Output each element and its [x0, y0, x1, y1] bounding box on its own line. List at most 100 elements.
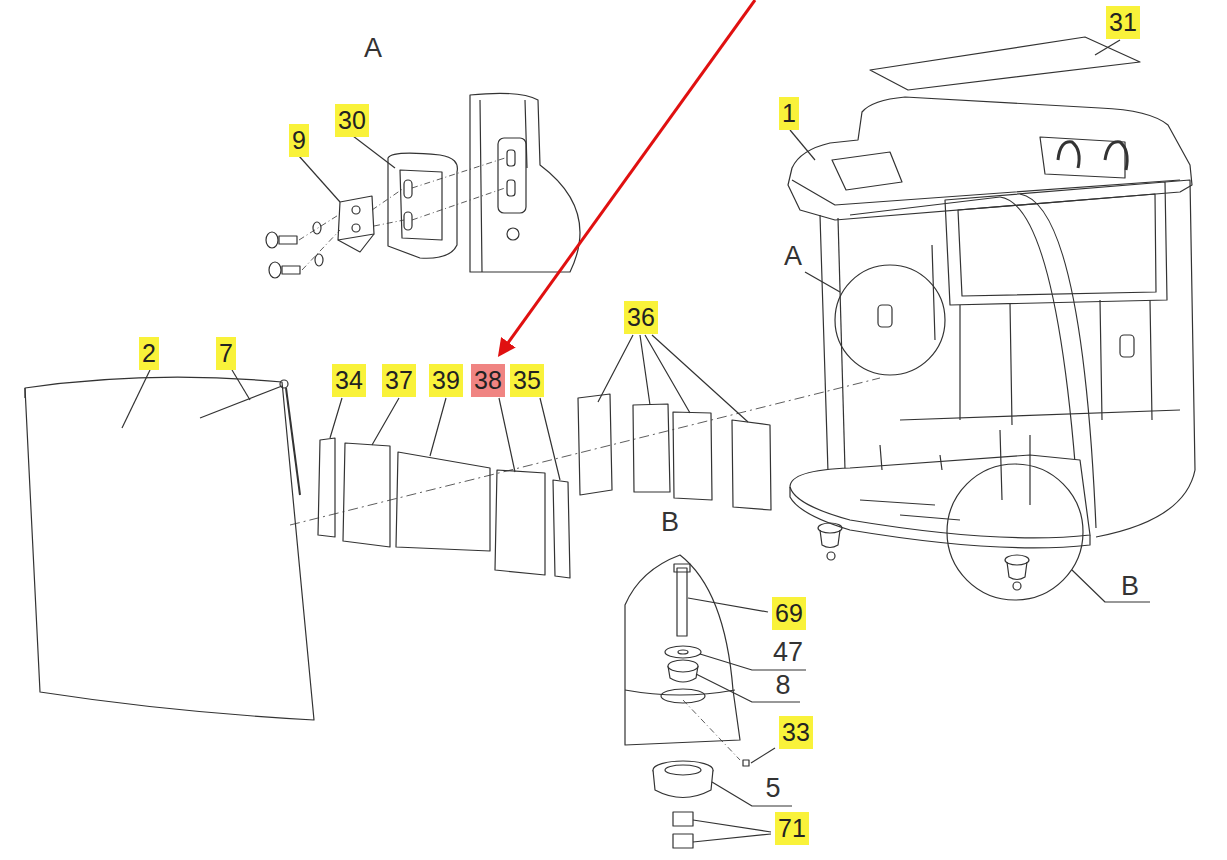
callout-number: 2	[139, 337, 159, 370]
bolt-69	[677, 568, 687, 636]
mount	[818, 523, 842, 533]
callout-number: 35	[510, 364, 544, 397]
glass-pane	[553, 480, 570, 578]
washer-47	[665, 646, 701, 658]
rod	[200, 386, 282, 418]
rear-window	[958, 194, 1156, 296]
nut-71	[673, 834, 693, 848]
detail-section	[625, 690, 735, 695]
leader-line	[353, 136, 395, 168]
detail-label: B	[659, 507, 681, 538]
rod-end	[280, 380, 288, 388]
pillar	[838, 218, 845, 470]
axis-line	[299, 158, 505, 270]
hole	[661, 689, 705, 703]
part-33	[743, 760, 749, 766]
mount-5	[665, 765, 701, 775]
bracket-30	[400, 170, 442, 240]
callout-number: 30	[335, 104, 369, 137]
frame	[850, 197, 1000, 215]
glass-pane	[343, 443, 390, 547]
pillar-section	[470, 93, 580, 272]
washer	[313, 222, 321, 234]
leader-line	[688, 598, 768, 612]
leader-line	[1072, 570, 1150, 602]
glass-pane	[732, 420, 771, 510]
callout-number: 37	[382, 364, 416, 397]
mount-5	[653, 770, 713, 798]
glass-pane	[495, 470, 545, 575]
floor-detail	[880, 430, 1030, 505]
leader-line	[693, 820, 771, 842]
plate	[498, 138, 526, 213]
callout-number: 31	[1106, 6, 1140, 39]
bracket-9	[338, 196, 374, 240]
bushing-8	[668, 660, 698, 672]
handle	[1105, 142, 1127, 170]
detail-label: 47	[771, 637, 805, 668]
leader-line	[598, 335, 748, 422]
mount	[1007, 562, 1027, 580]
rod	[286, 388, 300, 495]
callout-number: 69	[772, 597, 806, 630]
callout-number: 38	[471, 364, 505, 397]
mount	[1005, 555, 1029, 565]
leader-line	[232, 370, 250, 400]
axis-line	[683, 700, 740, 760]
callout-number: 33	[779, 716, 813, 749]
frame	[900, 410, 1180, 420]
bracket-30	[388, 153, 457, 258]
detail-label: A	[782, 241, 804, 272]
bolt	[279, 236, 297, 244]
callout-number: 39	[429, 364, 463, 397]
callout-number: 7	[216, 337, 236, 370]
detail-label: 5	[763, 773, 782, 804]
bolt	[282, 266, 300, 274]
cab-roof	[788, 97, 1192, 220]
detail-circle	[835, 265, 945, 375]
glass-pane	[578, 394, 612, 495]
rear-window	[945, 182, 1167, 305]
washer	[315, 254, 323, 266]
window-panel	[25, 377, 314, 720]
glass-pane	[318, 438, 335, 537]
roof-rim	[792, 180, 1180, 205]
pillar	[820, 215, 828, 472]
bracket-9	[338, 234, 374, 252]
slot	[404, 212, 412, 230]
window-panel	[24, 388, 25, 398]
rear-post	[960, 300, 1152, 425]
bolt-head	[266, 232, 278, 248]
slot	[507, 180, 515, 196]
callout-number: 71	[775, 812, 809, 845]
axis-line	[290, 378, 880, 525]
bolt-head	[269, 262, 281, 278]
hole	[352, 206, 360, 214]
slot	[507, 150, 515, 166]
detail-label: 8	[773, 670, 792, 701]
frame	[932, 245, 935, 340]
leader-line	[299, 156, 340, 202]
bolt-head	[674, 564, 690, 572]
bracket	[1120, 335, 1134, 357]
callout-number: 36	[624, 301, 658, 334]
callout-number: 1	[779, 97, 799, 130]
bolt	[507, 228, 519, 240]
glass-pane	[633, 404, 670, 492]
roof-opening	[832, 152, 902, 190]
leader-line	[1095, 40, 1120, 55]
washer-47	[678, 650, 688, 654]
detail-label: B	[1119, 571, 1141, 602]
detail-label: A	[362, 33, 384, 64]
mount	[820, 530, 840, 548]
hole	[352, 224, 360, 232]
detail-section	[625, 555, 740, 745]
floor-edge	[790, 487, 1090, 548]
floor-detail	[860, 500, 960, 520]
nut	[827, 552, 835, 560]
detail-circle	[947, 464, 1083, 600]
slot	[404, 180, 412, 198]
nut	[1013, 582, 1021, 590]
callout-number: 9	[289, 124, 309, 157]
